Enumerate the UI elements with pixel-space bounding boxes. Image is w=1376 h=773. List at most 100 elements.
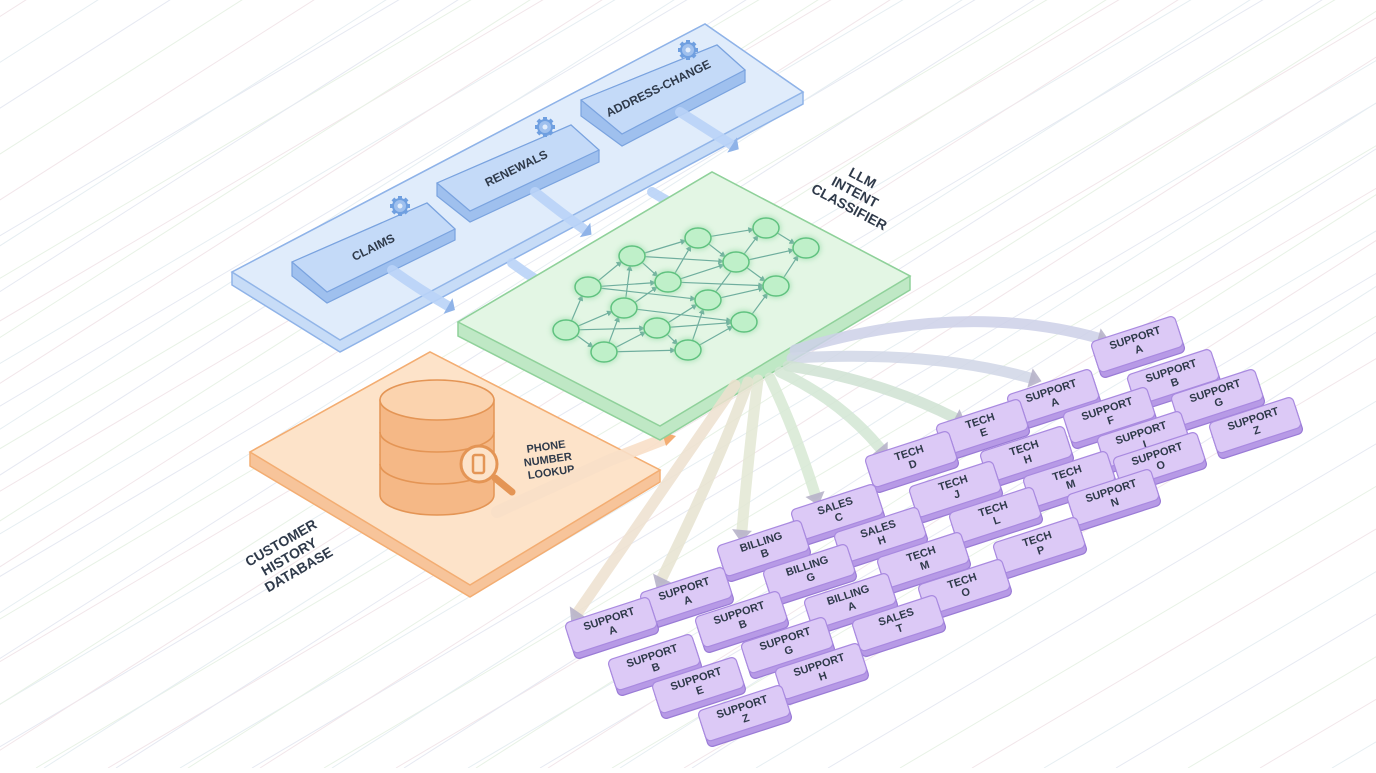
network-edge bbox=[596, 260, 623, 283]
destination-tile[interactable]: TECHE bbox=[935, 398, 1031, 461]
route-arrowhead bbox=[1027, 368, 1042, 388]
queue-arrow bbox=[387, 265, 453, 311]
destination-tile[interactable]: TECHD bbox=[864, 430, 960, 493]
tile-id: O bbox=[960, 586, 972, 600]
tile-id: E bbox=[979, 426, 990, 440]
network-node bbox=[722, 251, 750, 273]
tile-id: H bbox=[1022, 453, 1033, 467]
claims-queue-box[interactable]: CLAIMS bbox=[290, 202, 457, 304]
tile-id: B bbox=[737, 618, 748, 632]
route-arrow bbox=[736, 374, 764, 536]
network-node bbox=[684, 227, 712, 249]
queue-platform: CLAIMS RENEWALS ADDRESS-CHANGE bbox=[230, 23, 805, 353]
route-arrow bbox=[786, 350, 1036, 384]
network-edge bbox=[614, 347, 677, 354]
destination-tile[interactable]: SALESH bbox=[833, 506, 929, 569]
destination-tile[interactable]: SUPPORTZ bbox=[697, 684, 793, 747]
tile-id: A bbox=[682, 594, 693, 608]
neural-network-edges bbox=[570, 227, 799, 354]
network-node bbox=[590, 341, 618, 363]
network-edge bbox=[745, 266, 766, 282]
route-arrowhead bbox=[653, 573, 671, 589]
destination-tile[interactable]: SUPPORTZ bbox=[1208, 396, 1304, 459]
network-node bbox=[552, 319, 580, 341]
network-edge bbox=[718, 286, 765, 299]
network-node bbox=[618, 245, 646, 267]
destination-tile[interactable]: SALESC bbox=[790, 483, 886, 546]
tile-id: B bbox=[1169, 376, 1180, 390]
queue-arrowhead bbox=[443, 298, 455, 314]
magnifier-icon bbox=[459, 444, 516, 496]
network-node bbox=[792, 237, 820, 259]
gear-icon bbox=[535, 117, 555, 137]
tile-id: H bbox=[876, 534, 887, 548]
route-arrow bbox=[764, 372, 821, 500]
renewals-queue-box[interactable]: RENEWALS bbox=[435, 124, 601, 223]
tile-id: A bbox=[1049, 396, 1060, 410]
route-arrow bbox=[774, 366, 886, 454]
queue-arrow bbox=[530, 187, 590, 235]
route-arrow bbox=[656, 376, 754, 584]
tile-id: D bbox=[907, 458, 918, 472]
network-edge bbox=[642, 239, 687, 255]
network-node bbox=[730, 311, 758, 333]
network-node bbox=[654, 271, 682, 293]
tile-id: I bbox=[1142, 439, 1149, 451]
database-cylinder-icon bbox=[379, 379, 495, 516]
destination-tile[interactable]: BILLINGA bbox=[803, 572, 899, 635]
gear-icon bbox=[390, 196, 410, 216]
routing-arrows bbox=[569, 316, 1110, 622]
tile-id: M bbox=[919, 559, 931, 573]
destination-tile[interactable]: SUPPORTB bbox=[694, 590, 790, 653]
tile-id: J bbox=[952, 488, 962, 501]
destination-tile[interactable]: SUPPORTB bbox=[1126, 348, 1222, 411]
destination-tile[interactable]: SUPPORTA bbox=[1090, 315, 1186, 378]
destination-tile[interactable]: TECHH bbox=[979, 425, 1075, 488]
network-node bbox=[643, 317, 671, 339]
classifier-platform bbox=[456, 171, 912, 441]
destination-tile[interactable]: SALEST bbox=[851, 594, 947, 657]
destination-tile[interactable]: TECHP bbox=[992, 516, 1088, 579]
network-edge bbox=[570, 294, 583, 323]
destination-tile[interactable]: BILLINGG bbox=[762, 543, 858, 606]
destination-tile[interactable]: SUPPORTB bbox=[607, 633, 703, 696]
lookup-arrow bbox=[491, 434, 668, 518]
destination-tile[interactable]: BILLINGB bbox=[716, 519, 812, 582]
tile-id: B bbox=[759, 547, 770, 561]
route-arrow bbox=[789, 316, 1104, 356]
queue-arrow bbox=[675, 107, 737, 150]
route-arrow bbox=[572, 379, 741, 618]
network-edge bbox=[678, 263, 725, 281]
tile-id: M bbox=[1065, 478, 1077, 492]
gear-icon bbox=[678, 40, 698, 60]
tile-id: A bbox=[846, 600, 857, 614]
destination-tile[interactable]: TECHM bbox=[876, 531, 972, 594]
tile-id: G bbox=[1213, 396, 1225, 410]
destination-tile[interactable]: TECHJ bbox=[908, 460, 1004, 523]
network-edge bbox=[746, 248, 795, 261]
tile-id: E bbox=[695, 684, 706, 698]
tile-id: T bbox=[895, 622, 905, 636]
tile-id: O bbox=[1155, 459, 1167, 473]
network-edge bbox=[667, 320, 733, 328]
network-node bbox=[610, 297, 638, 319]
network-edge bbox=[706, 242, 726, 258]
network-node bbox=[574, 276, 602, 298]
network-edge bbox=[750, 292, 769, 316]
destination-tile[interactable]: SUPPORTA bbox=[564, 596, 660, 659]
network-edge bbox=[665, 332, 679, 346]
network-edge bbox=[598, 287, 697, 302]
network-edge bbox=[775, 231, 796, 245]
network-node bbox=[674, 339, 702, 361]
tile-id: N bbox=[1109, 496, 1120, 510]
network-edge bbox=[607, 315, 620, 345]
network-edge bbox=[633, 286, 658, 304]
tile-id: A bbox=[607, 624, 618, 638]
tile-id: L bbox=[992, 514, 1002, 528]
tile-id: A bbox=[1133, 343, 1144, 357]
tile-id: G bbox=[783, 644, 795, 658]
destination-tile[interactable]: SUPPORTG bbox=[740, 616, 836, 679]
tile-id: B bbox=[650, 661, 661, 675]
network-edge bbox=[575, 334, 594, 348]
